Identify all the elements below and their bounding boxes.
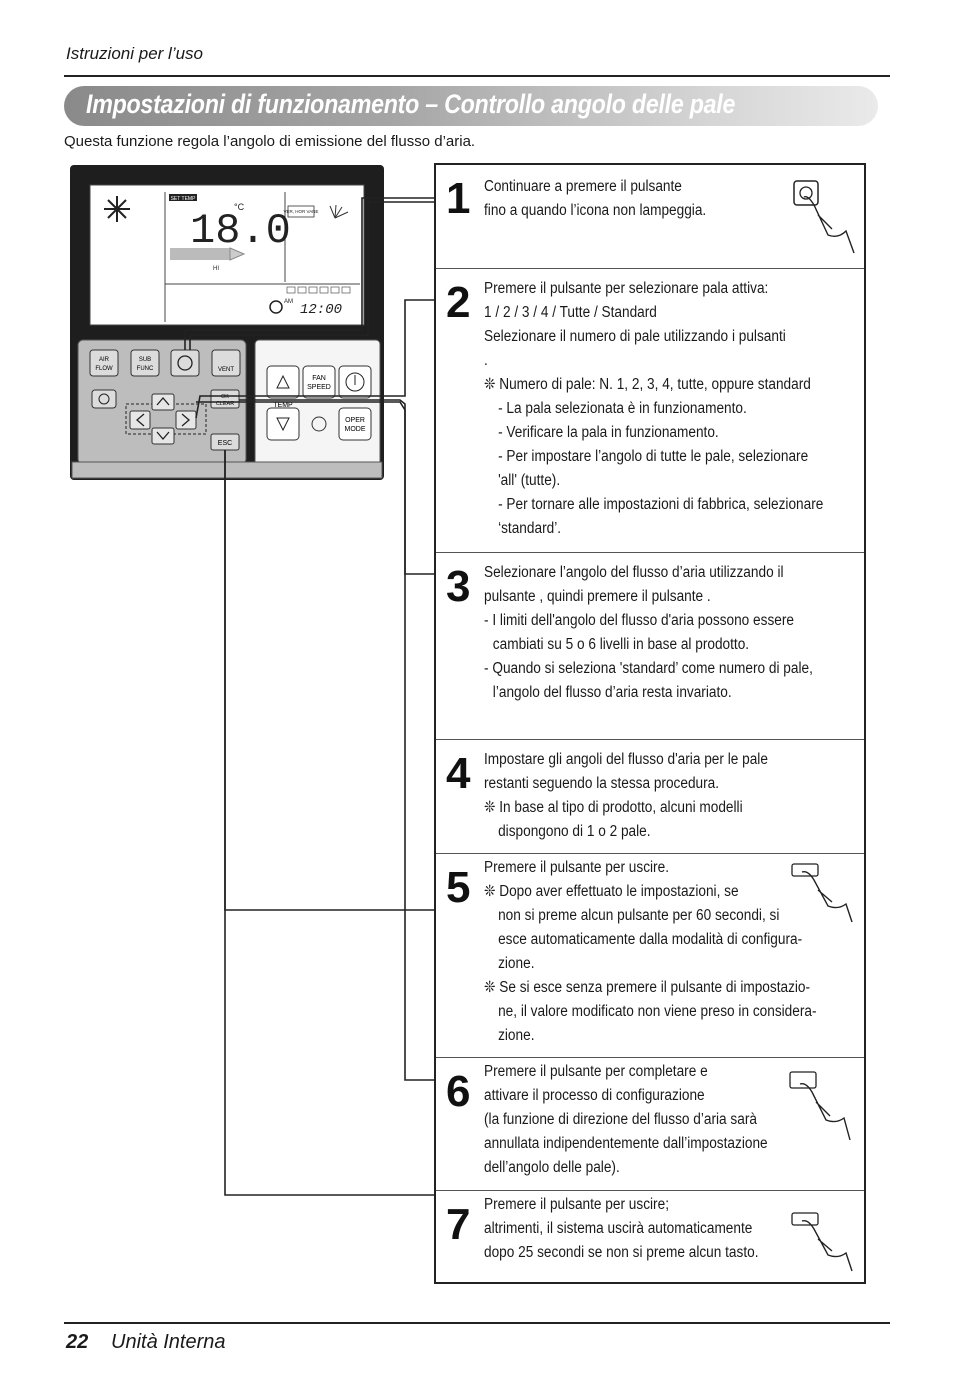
connector-lines [184,197,434,1196]
ok-clear-button [210,389,240,409]
svg-text:MODE: MODE [345,426,366,433]
footer-rule [64,1322,890,1324]
svg-text:SUB: SUB [139,357,151,363]
step-number: 3 [446,562,471,611]
step-1: 1 Continuare a premere il pulsante fino … [436,165,864,269]
step-text: Premere il pulsante per uscire; altrimen… [484,1196,759,1261]
pressing-hand-icon [793,180,855,254]
svg-text:HI: HI [213,266,219,272]
lcd-clock: 12:00 [300,302,342,318]
step-4: 4 Impostare gli angoli del flusso d'aria… [436,740,864,854]
svg-text:CLEAR: CLEAR [216,401,234,407]
step-text: Premere il pulsante per selezionare pala… [484,280,824,537]
pressing-hand-icon [791,863,853,923]
step-number: 6 [446,1067,471,1116]
svg-text:VENT: VENT [218,367,234,373]
step-7: 7 Premere il pulsante per uscire; altrim… [436,1191,864,1282]
step-number: 1 [446,174,471,223]
step-number: 2 [446,278,471,327]
step-text: Continuare a premere il pulsante fino a … [484,178,707,219]
svg-text:OPER: OPER [345,417,365,424]
page-number: 22 [66,1331,89,1353]
svg-text:FAN: FAN [312,375,326,382]
step-2: 2 Premere il pulsante per selezionare pa… [436,269,864,553]
step-number: 7 [446,1200,471,1249]
svg-text:AIR: AIR [99,357,110,363]
svg-text:FLOW: FLOW [95,366,113,372]
step-3: 3 Selezionare l’angolo del flusso d’aria… [436,553,864,740]
running-header: Istruzioni per l’uso [66,44,204,63]
step-number: 4 [446,749,471,798]
section-title-bar [64,86,878,126]
section-title: Impostazioni di funzionamento – Controll… [86,89,736,119]
remote-controller-illustration: SET TEMP 18.0 °C HI VER, HOR VANE AM 12:… [70,165,434,1196]
lcd-unit: °C [234,202,245,212]
step-text: Selezionare l’angolo del flusso d’aria u… [484,564,813,701]
vane-swing-icon [329,204,349,219]
intro-paragraph: Questa funzione regola l’angolo di emiss… [64,133,476,150]
set-temp-label: SET TEMP [171,196,196,202]
step-text: Premere il pulsante per completare e att… [484,1063,768,1176]
svg-text:VER, HOR VANE: VER, HOR VANE [284,209,319,214]
step-text: Premere il pulsante per uscire. ❊ Dopo a… [484,859,817,1044]
lcd-temperature: 18.0 [190,207,291,255]
svg-text:SPEED: SPEED [307,384,331,391]
svg-text:OK: OK [221,394,229,400]
footer-label: Unità Interna [111,1331,226,1353]
step-number: 5 [446,863,471,912]
step-text: Impostare gli angoli del flusso d'aria p… [484,751,768,840]
cool-mode-icon [104,196,130,222]
svg-text:FUNC: FUNC [137,366,154,372]
gear-icon [177,355,193,371]
pressing-hand-icon [789,1071,851,1141]
vane-indicators [286,286,351,294]
clock-icon [269,300,283,314]
setting-button [170,349,200,377]
svg-text:ESC: ESC [218,440,232,447]
svg-text:AM: AM [284,299,293,305]
header-rule [64,75,890,77]
pressing-hand-icon [791,1212,853,1272]
steps-panel: 1 Continuare a premere il pulsante fino … [434,163,866,1284]
step-6: 6 Premere il pulsante per completare e a… [436,1058,864,1191]
step-5: 5 Premere il pulsante per uscire. ❊ Dopo… [436,854,864,1058]
svg-text:TEMP: TEMP [273,402,293,409]
